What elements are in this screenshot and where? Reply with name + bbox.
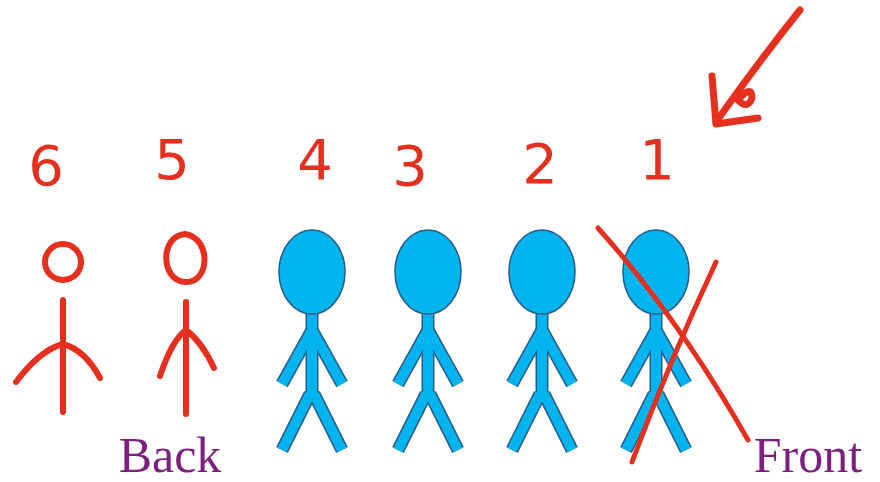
position-number: 1 <box>639 132 675 188</box>
new-person-figure <box>160 234 214 414</box>
position-number: 3 <box>392 138 428 194</box>
new-person-figure <box>16 244 100 412</box>
person-figure <box>509 230 575 450</box>
position-number: 2 <box>522 136 558 192</box>
position-number: 6 <box>28 138 64 194</box>
position-number: 4 <box>297 132 333 188</box>
person-figure <box>395 230 461 450</box>
person-figure <box>279 230 345 450</box>
queue-end-label: Back <box>119 430 222 480</box>
queue-end-label: Front <box>754 430 862 480</box>
dequeue-arrow <box>712 10 800 124</box>
removed-cross <box>598 228 748 462</box>
position-number: 5 <box>154 132 190 188</box>
